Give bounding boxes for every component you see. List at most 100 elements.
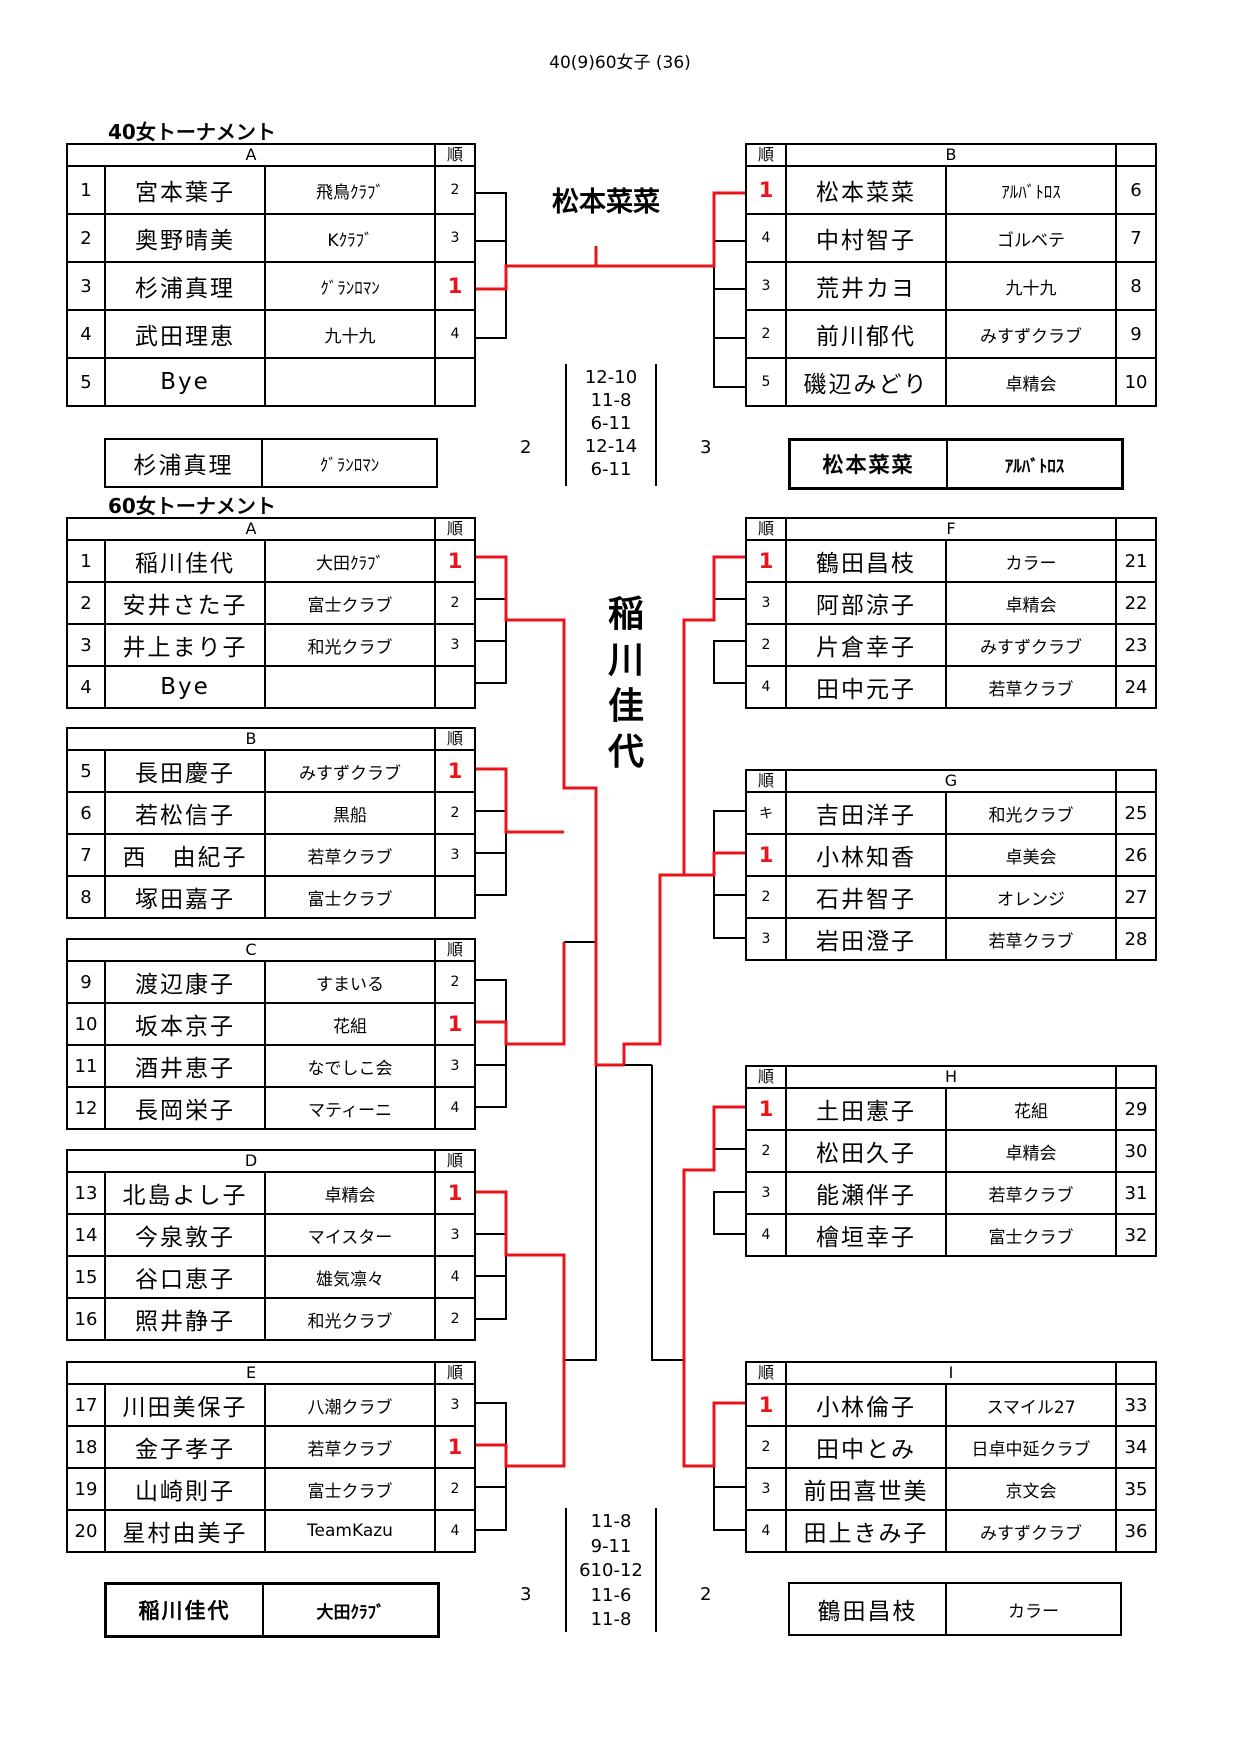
club-name: マティーニ (264, 1086, 436, 1130)
player-name: 井上まり子 (104, 623, 266, 667)
finalist-club: ｸﾞﾗﾝﾛﾏﾝ (319, 455, 380, 476)
club-name: カラー (944, 539, 1118, 583)
entry-number: 15 (66, 1255, 106, 1299)
entry-number: 27 (1115, 875, 1157, 919)
rank-cell: 3 (434, 1044, 476, 1088)
rank-cell: 2 (434, 165, 477, 215)
club-name: 黒船 (264, 791, 436, 835)
rank-cell: 1 (434, 1002, 476, 1046)
header-blank (1115, 517, 1158, 541)
champion-60: 稲 川 佳 代 (606, 592, 646, 776)
club-name: 若草クラブ (945, 917, 1117, 961)
club-name: スマイル27 (945, 1383, 1117, 1427)
entry-number: 35 (1115, 1467, 1157, 1511)
entry-number: 33 (1115, 1383, 1157, 1427)
rank-header: 順 (745, 769, 787, 793)
rank-cell: 2 (434, 1297, 477, 1341)
player-name: 荒井カヨ (785, 261, 947, 311)
entry-number: 5 (66, 749, 106, 793)
rank-header: 順 (434, 1361, 477, 1385)
club-name: 卓精会 (944, 581, 1118, 625)
rank-cell: 1 (434, 261, 477, 311)
entry-number: 36 (1115, 1509, 1157, 1553)
page-title: 40(9)60女子 (36) (549, 53, 691, 73)
rank-cell: 1 (745, 165, 787, 215)
rank-cell: 3 (745, 917, 787, 961)
entry-number: 7 (1115, 213, 1158, 263)
entry-number: 31 (1115, 1171, 1157, 1215)
club-name: 京文会 (945, 1467, 1117, 1511)
rank-header: 順 (745, 1361, 787, 1385)
set-count-60-left: 3 (520, 1584, 532, 1605)
player-name: 武田理恵 (104, 309, 266, 359)
entry-number: 1 (66, 539, 106, 583)
entry-number: 2 (66, 581, 106, 625)
entry-number: 3 (66, 261, 106, 311)
rank-header: 順 (745, 1065, 787, 1089)
rank-cell: 3 (434, 623, 477, 667)
finalist-name: 杉浦真理 (106, 440, 263, 486)
set-count-60-right: 2 (700, 1584, 712, 1605)
rank-header: 順 (434, 143, 477, 167)
rank-cell: 2 (434, 1467, 477, 1511)
player-name: Bye (104, 357, 266, 407)
rank-cell: 3 (434, 1383, 477, 1427)
club-name: 大田ｸﾗﾌﾞ (263, 539, 437, 583)
finalist-name: 鶴田昌枝 (790, 1584, 947, 1634)
club-name: 和光クラブ (263, 623, 437, 667)
entry-number: 6 (66, 791, 106, 835)
rank-cell: 2 (745, 1129, 787, 1173)
game-score: 6-11 (590, 413, 632, 434)
group-label: C (66, 938, 436, 962)
club-name: 花組 (264, 1002, 436, 1046)
header-blank (1115, 143, 1158, 167)
rank-cell: 1 (745, 539, 787, 583)
rank-cell: 2 (745, 623, 787, 667)
club-name: 八潮クラブ (263, 1383, 437, 1427)
club-name: みすずクラブ (945, 1509, 1117, 1553)
player-name: 杉浦真理 (104, 261, 266, 311)
game-score: 610-12 (579, 1560, 643, 1581)
club-name: 卓精会 (945, 1129, 1117, 1173)
player-name: 稲川佳代 (104, 539, 266, 583)
player-name: 奥野晴美 (104, 213, 266, 263)
player-name: 安井さた子 (104, 581, 266, 625)
rank-cell: 3 (745, 261, 787, 311)
champion-40: 松本菜菜 (552, 187, 660, 218)
player-name: 中村智子 (785, 213, 947, 263)
player-name: 鶴田昌枝 (785, 539, 947, 583)
rank-cell: 2 (434, 960, 476, 1004)
rank-header: 順 (745, 143, 787, 167)
game-scores-60: 11-8 9-11 610-12 11-6 11-8 (566, 1510, 656, 1633)
group-label: H (785, 1065, 1117, 1089)
club-name: マイスター (263, 1213, 437, 1257)
finalist-box-60-left: 稲川佳代 大田ｸﾗﾌﾞ (104, 1582, 440, 1638)
finalist-club: カラー (1008, 1601, 1059, 1622)
player-name: Bye (104, 665, 266, 709)
player-name: 檜垣幸子 (785, 1213, 947, 1257)
entry-number: 6 (1115, 165, 1158, 215)
rank-cell: 4 (745, 665, 787, 709)
rank-cell: 4 (434, 1509, 477, 1553)
club-name: 富士クラブ (263, 581, 437, 625)
player-name: 金子孝子 (104, 1425, 266, 1469)
entry-number: 12 (66, 1086, 106, 1130)
group-label: D (65, 1149, 437, 1173)
